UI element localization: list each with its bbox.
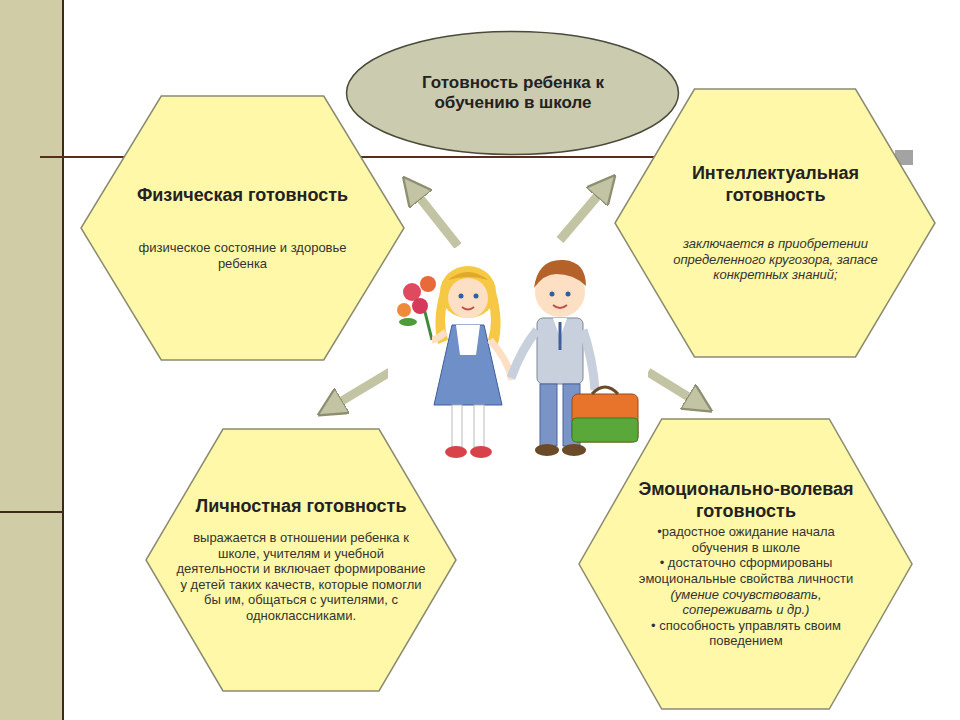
node-content: Физическая готовность физическое состояни…	[135, 95, 350, 361]
hexagon-shape	[579, 419, 912, 709]
readiness-hexagon: Интеллектуальная готовность заключается в…	[614, 88, 936, 358]
node-body: • способность управлять своим поведением	[629, 618, 863, 649]
node-content: Готовность ребенка к обучению в школе	[396, 30, 630, 156]
hexagon-outline	[80, 95, 405, 361]
node-body: выражается в отношении ребенка к школе, …	[176, 530, 426, 624]
node-body: заключается в приобретении определенного…	[663, 236, 888, 283]
node-heading: Эмоционально-волевая готовность	[629, 479, 863, 522]
band-edge	[62, 0, 64, 720]
children-illustration	[388, 248, 648, 473]
node-body: физическое состояние и здоровье ребенка	[135, 240, 350, 271]
node-heading: Личностная готовность	[196, 496, 407, 518]
hexagon-shape	[146, 429, 456, 691]
readiness-hexagon: Личностная готовность выражается в отноше…	[145, 428, 457, 692]
node-body: • достаточно сформированы эмоциональные …	[629, 555, 863, 586]
hexagon-shape	[81, 96, 404, 360]
readiness-hexagon: Эмоционально-волевая готовность•радостно…	[578, 418, 913, 710]
node-content: Эмоционально-волевая готовность•радостно…	[629, 418, 863, 710]
node-heading: Интеллектуальная готовность	[663, 163, 888, 206]
title-ellipse: Готовность ребенка к обучению в школе	[345, 30, 680, 156]
node-body: •радостное ожидание начала обучения в шк…	[629, 524, 863, 555]
ellipse-shape	[347, 32, 679, 155]
node-content: Интеллектуальная готовность заключается в…	[663, 88, 888, 358]
readiness-hexagon: Физическая готовность физическое состояни…	[80, 95, 405, 361]
hexagon-outline	[614, 88, 936, 358]
node-content: Личностная готовность выражается в отноше…	[176, 428, 426, 692]
node-heading: Физическая готовность	[137, 185, 348, 207]
node-body: (умение сочувствовать, сопереживать и др…	[629, 587, 863, 618]
hexagon-shape	[615, 89, 935, 357]
side-band	[0, 0, 62, 720]
band-line	[0, 511, 63, 513]
node-heading: Готовность ребенка к обучению в школе	[396, 73, 630, 114]
